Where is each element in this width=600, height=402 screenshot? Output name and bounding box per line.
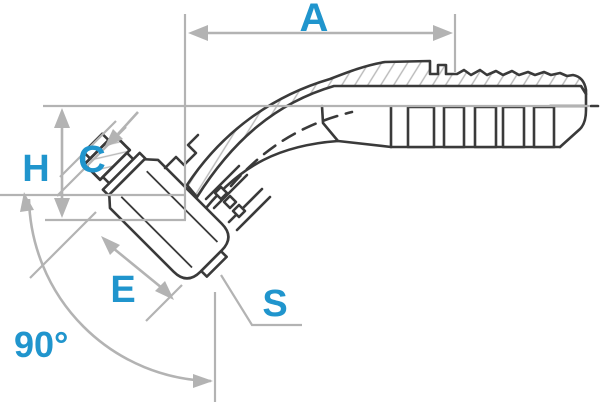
dimension-h (54, 108, 70, 218)
s-leader-line (220, 274, 302, 327)
dimension-lines (0, 14, 590, 402)
bore-dashed-line (229, 110, 354, 188)
shank-top-band (185, 59, 588, 199)
dimension-c (56, 111, 139, 197)
dimension-labels: A H C E S 90° (14, 0, 328, 365)
angle-arc (20, 192, 213, 388)
hose-barbs (389, 105, 556, 149)
dim-label-e: E (110, 269, 135, 311)
dim-label-c: C (78, 139, 105, 181)
dim-label-h: H (22, 148, 49, 190)
elbow-inner-curve (197, 139, 340, 219)
dim-label-s: S (262, 283, 287, 325)
dim-label-a: A (300, 0, 329, 40)
angle-label: 90° (14, 324, 68, 365)
hex-flat-lines (120, 170, 219, 269)
tube-collar (163, 133, 272, 232)
dimension-e (29, 211, 183, 322)
shank-end-cap (558, 92, 588, 149)
swivel-nut-assembly (82, 132, 230, 280)
nut-back-step (199, 249, 228, 278)
fitting-outline (82, 59, 600, 280)
dimension-a (188, 25, 453, 41)
